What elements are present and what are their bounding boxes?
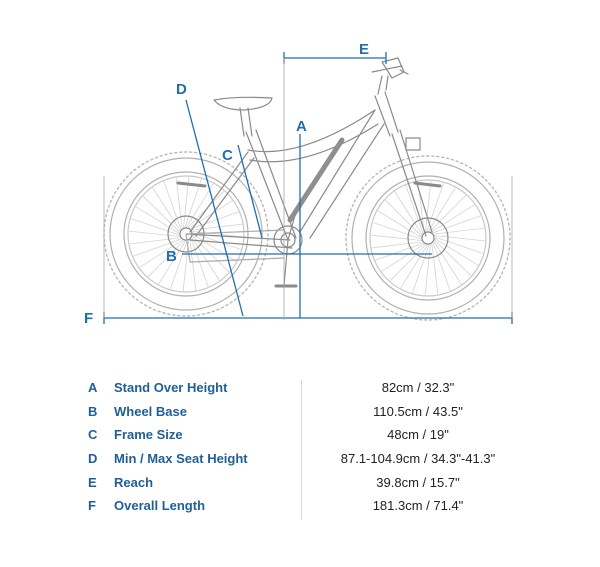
label-a: A	[296, 118, 307, 135]
rear-wheel	[103, 151, 269, 317]
spec-value: 181.3cm / 71.4"	[372, 498, 464, 514]
spec-label: Min / Max Seat Height	[114, 451, 248, 467]
spec-row: F Overall Length 181.3cm / 71.4"	[0, 496, 600, 520]
label-f: F	[84, 310, 93, 327]
extension-lines	[103, 58, 513, 320]
table-divider	[301, 380, 302, 520]
spec-code: A	[88, 380, 98, 395]
bike-geometry-diagram: E A D C B F	[84, 41, 513, 327]
frame-size-line	[237, 144, 263, 239]
front-wheel	[345, 155, 511, 321]
spec-code: F	[88, 498, 96, 514]
spec-label: Wheel Base	[114, 403, 187, 419]
spec-code: B	[88, 403, 98, 419]
label-b: B	[166, 248, 177, 265]
bike-drawing	[103, 57, 511, 321]
label-c: C	[222, 147, 233, 164]
spec-table: A Stand Over Height 82cm / 32.3" B Wheel…	[0, 378, 600, 520]
spec-value: 48cm / 19"	[387, 427, 449, 443]
spec-code: E	[88, 474, 97, 490]
spec-code: C	[88, 427, 98, 443]
spec-label: Reach	[114, 474, 154, 490]
spec-value: 87.1-104.9cm / 34.3"-41.3"	[340, 451, 496, 467]
seat-height-line	[185, 99, 244, 317]
spec-value: 82cm / 32.3"	[381, 380, 455, 395]
spec-label: Overall Length	[114, 498, 206, 514]
spec-row: A Stand Over Height 82cm / 32.3"	[0, 378, 600, 402]
label-d: D	[176, 81, 187, 98]
spec-label: Frame Size	[114, 427, 183, 443]
spec-row: E Reach 39.8cm / 15.7"	[0, 473, 600, 497]
drivetrain	[185, 211, 303, 288]
measurement-lines	[103, 52, 513, 324]
spec-row: B Wheel Base 110.5cm / 43.5"	[0, 402, 600, 426]
spec-label: Stand Over Height	[114, 380, 228, 395]
handlebar	[371, 57, 409, 95]
spec-row: C Frame Size 48cm / 19"	[0, 425, 600, 449]
spec-code: D	[88, 451, 98, 467]
label-e: E	[359, 41, 369, 58]
spec-row: D Min / Max Seat Height 87.1-104.9cm / 3…	[0, 449, 600, 473]
saddle	[213, 96, 273, 137]
spec-value: 110.5cm / 43.5"	[373, 403, 463, 419]
spec-value: 39.8cm / 15.7"	[376, 474, 460, 490]
